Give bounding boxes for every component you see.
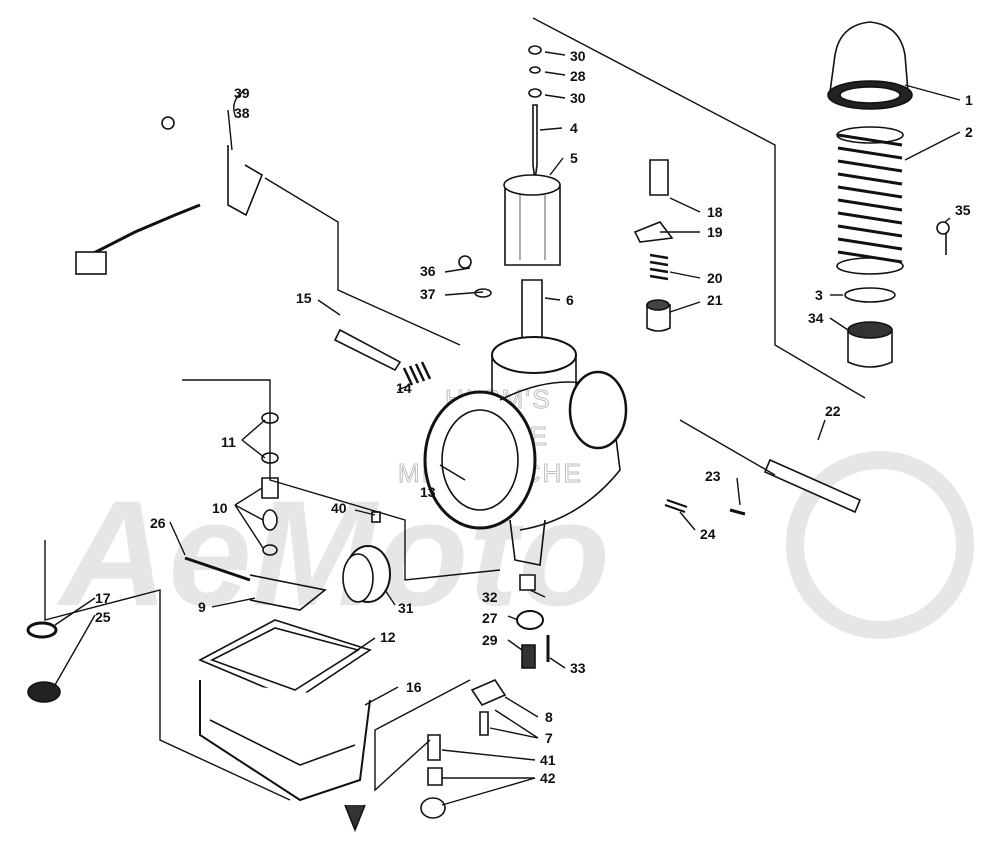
callout-42: 42	[540, 770, 556, 786]
part-21-top	[646, 299, 670, 311]
part-spring-24	[664, 499, 688, 513]
callout-33: 33	[570, 660, 586, 676]
callout-5: 5	[570, 150, 578, 166]
part-plate	[844, 287, 896, 303]
callout-34: 34	[808, 310, 824, 326]
callout-18: 18	[707, 204, 723, 220]
callout-11: 11	[221, 434, 236, 450]
part-7	[479, 711, 489, 736]
part-clip-28	[529, 66, 541, 74]
callout-38: 38	[234, 105, 250, 121]
callout-28: 28	[570, 68, 586, 84]
watermark-wheel	[786, 451, 974, 639]
callout-30b: 30	[570, 90, 586, 106]
part-23	[729, 508, 746, 516]
callout-4: 4	[570, 120, 578, 136]
callout-19: 19	[707, 224, 723, 240]
callout-10: 10	[212, 500, 228, 516]
part-10a	[261, 477, 279, 499]
callout-14: 14	[396, 380, 412, 396]
part-10c	[262, 544, 278, 556]
part-cable-bracket	[75, 116, 263, 275]
callout-13: 13	[420, 484, 436, 500]
part-25	[27, 681, 61, 703]
callout-20: 20	[707, 270, 723, 286]
part-19	[633, 221, 674, 243]
callout-36: 36	[420, 263, 436, 279]
callout-39: 39	[234, 85, 250, 101]
callout-8: 8	[545, 709, 553, 725]
part-holder	[847, 321, 893, 368]
part-40	[371, 511, 381, 523]
part-42a	[427, 767, 443, 786]
callout-40: 40	[331, 500, 347, 516]
callout-3: 3	[815, 287, 823, 303]
screw-35-head	[936, 221, 950, 235]
callout-22: 22	[825, 403, 841, 419]
callout-35: 35	[955, 202, 971, 218]
callout-7: 7	[545, 730, 553, 746]
part-36	[458, 255, 472, 269]
part-32	[519, 574, 536, 591]
part-needle	[532, 104, 538, 181]
part-screw-15	[333, 328, 402, 372]
callout-6: 6	[566, 292, 574, 308]
callout-29: 29	[482, 632, 498, 648]
part-17	[26, 621, 58, 639]
callout-37: 37	[420, 286, 436, 302]
part-8	[470, 678, 507, 707]
callout-41: 41	[540, 752, 556, 768]
callout-26: 26	[150, 515, 166, 531]
callout-32: 32	[482, 589, 498, 605]
part-pipe-22	[763, 458, 862, 514]
part-throttle-slide	[503, 174, 561, 266]
construction-lines	[44, 17, 866, 801]
part-18	[649, 159, 669, 196]
callout-12: 12	[380, 629, 396, 645]
callout-1: 1	[965, 92, 973, 108]
part-float-31	[342, 545, 391, 603]
callout-17: 17	[95, 590, 111, 606]
part-float-bowl-16	[199, 680, 371, 833]
part-spring	[836, 126, 904, 275]
part-42b	[420, 797, 446, 819]
part-cap	[827, 21, 913, 110]
callout-2: 2	[965, 124, 973, 140]
part-41	[427, 734, 441, 761]
part-21	[646, 304, 671, 332]
part-27	[516, 610, 544, 630]
callout-25: 25	[95, 609, 111, 625]
part-carburetor-body	[423, 336, 628, 566]
part-spring-20	[649, 253, 669, 281]
part-10b	[262, 509, 278, 531]
callout-15: 15	[296, 290, 312, 306]
part-float-arm-9	[249, 574, 327, 611]
callout-23: 23	[705, 468, 721, 484]
callout-30a: 30	[570, 48, 586, 64]
callout-27: 27	[482, 610, 498, 626]
callout-21: 21	[707, 292, 723, 308]
callout-labels: 30 28 30 4 5 1 2 39 38 18 19 35 36 37 20…	[95, 48, 973, 786]
part-29	[521, 644, 536, 669]
part-washer-30a	[528, 45, 542, 55]
part-washer-30b	[528, 88, 542, 98]
parts	[26, 21, 950, 833]
callout-9: 9	[198, 599, 206, 615]
leader-lines	[54, 51, 961, 806]
callout-24: 24	[700, 526, 716, 542]
part-spring-14	[402, 361, 432, 386]
callout-16: 16	[406, 679, 422, 695]
callout-31: 31	[398, 600, 414, 616]
part-gasket-12	[198, 619, 372, 701]
part-pin-26	[184, 556, 251, 582]
